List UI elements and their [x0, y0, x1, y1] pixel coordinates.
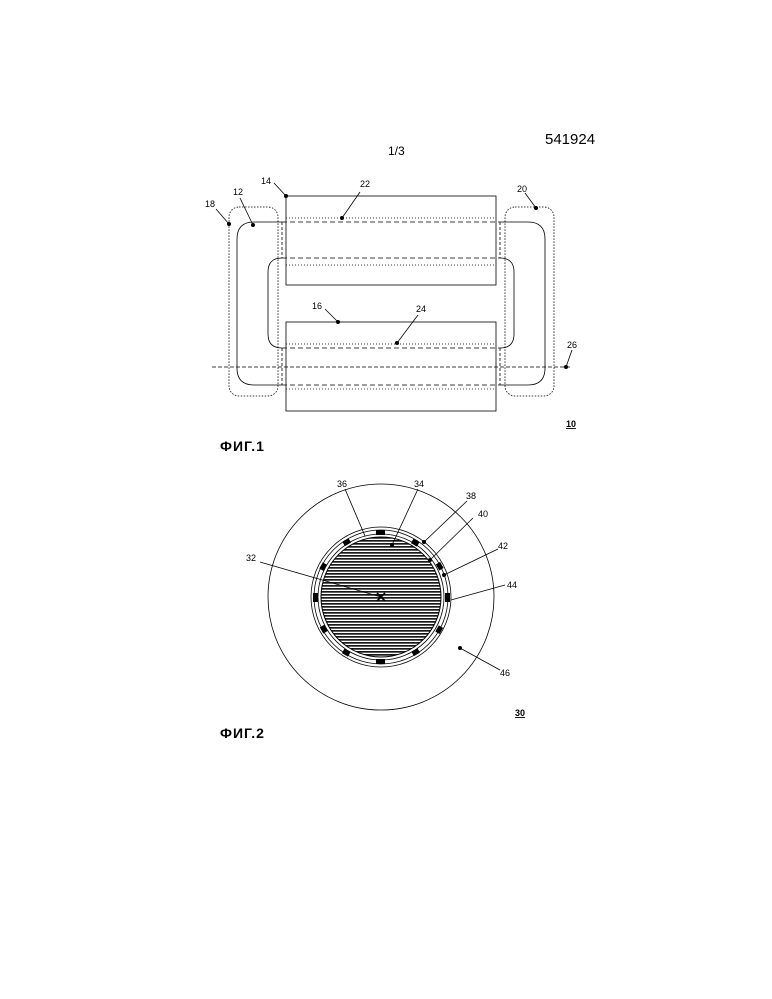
ref-label-42: 42: [498, 541, 508, 551]
ref-label-36: 36: [337, 479, 347, 489]
ref-label-14: 14: [261, 176, 271, 186]
page-number: 1/3: [388, 144, 405, 158]
ref-label-44: 44: [507, 580, 517, 590]
inner-winding-left: [268, 258, 282, 348]
leader-26: [566, 350, 572, 367]
ref-label-26: 26: [567, 340, 577, 350]
figure-1-caption: ФИГ.1: [220, 438, 265, 454]
winding-loop: [237, 222, 282, 385]
figure-1-number: 10: [566, 419, 576, 429]
leader-12: [240, 198, 253, 225]
leader-18: [216, 209, 229, 224]
leader-16: [325, 309, 338, 322]
lower-core-block: [286, 322, 496, 411]
ref-label-40: 40: [478, 509, 488, 519]
winding-loop-right: [500, 222, 545, 385]
figure-2-number: 30: [515, 708, 525, 718]
upper-core-block: [286, 196, 496, 285]
ref-label-34: 34: [414, 479, 424, 489]
leader-14: [274, 183, 286, 196]
left-coil-housing: [229, 207, 278, 396]
inner-winding-right: [500, 258, 514, 348]
ref-label-46: 46: [500, 668, 510, 678]
ref-label-38: 38: [466, 491, 476, 501]
ref-label-24: 24: [416, 304, 426, 314]
right-coil-housing: [505, 207, 554, 396]
ref-label-22: 22: [360, 179, 370, 189]
ref-label-32: 32: [246, 553, 256, 563]
document-number: 541924: [545, 131, 595, 148]
ref-label-16: 16: [312, 301, 322, 311]
figure-2-drawing: [260, 484, 505, 710]
figure-2-caption: ФИГ.2: [220, 725, 265, 741]
leader-24: [397, 315, 418, 343]
ref-label-20: 20: [517, 184, 527, 194]
ref-label-12: 12: [233, 187, 243, 197]
figure-1-drawing: [212, 183, 572, 411]
ref-label-18: 18: [205, 199, 215, 209]
leader-20: [525, 193, 536, 208]
